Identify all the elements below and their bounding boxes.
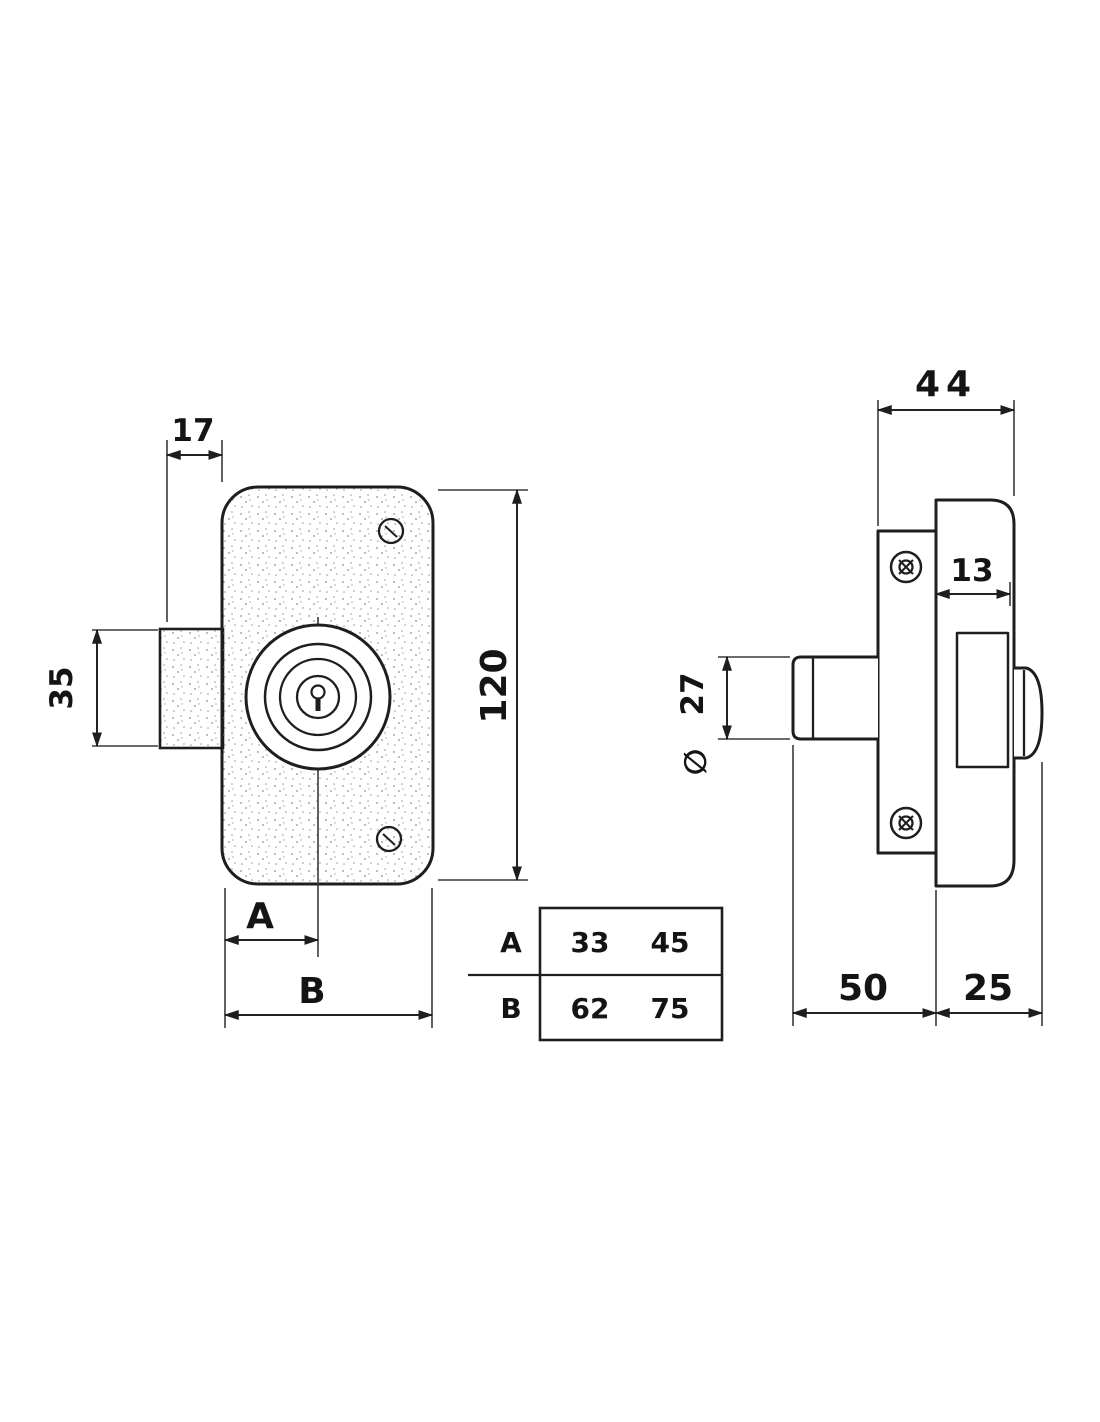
front-view: 17 35 120 A B [44, 413, 528, 1028]
dimension-35: 35 [44, 628, 158, 748]
front-screw-bottom [375, 825, 403, 853]
side-knob [1014, 666, 1044, 760]
dimension-A: A [223, 888, 320, 1028]
front-screw-top [377, 517, 405, 545]
dim-27-label: 27 [675, 672, 711, 715]
dimension-17: 17 [165, 413, 224, 622]
table-a-value-1: 33 [571, 926, 610, 959]
cylinder-core [295, 674, 341, 720]
dimension-44: 44 [876, 364, 1016, 526]
cylinder-ring-inner [278, 657, 358, 737]
dim-17-label: 17 [171, 413, 214, 449]
dimension-13: 13 [934, 553, 1012, 606]
dim-35-label: 35 [44, 666, 80, 709]
front-cylinder [244, 623, 392, 771]
dimension-27: 27 ∅ [675, 655, 790, 776]
table-row-a-label: A [500, 926, 522, 959]
table-row-b-label: B [500, 992, 521, 1025]
side-mounting-plate [876, 529, 938, 855]
side-bolt [955, 631, 1010, 769]
side-screw-bottom [889, 806, 923, 840]
side-screw-top [889, 550, 923, 584]
dim-44-label: 44 [915, 364, 977, 405]
dim-50-label: 50 [838, 968, 888, 1009]
side-view: 44 13 27 ∅ 50 25 [675, 364, 1044, 1026]
table-b-value-2: 75 [651, 992, 690, 1025]
table-a-value-2: 45 [651, 926, 690, 959]
size-table: A 33 45 B 62 75 [468, 906, 724, 1042]
front-strike-tab [158, 627, 225, 750]
table-b-value-1: 62 [571, 992, 610, 1025]
dim-A-label: A [246, 896, 274, 937]
dim-13-label: 13 [950, 553, 993, 589]
keyhole-circle [310, 684, 326, 700]
dim-25-label: 25 [963, 968, 1013, 1009]
dimension-120: 120 [438, 488, 528, 882]
dimension-B: B [223, 888, 434, 1028]
dim-120-label: 120 [474, 648, 515, 723]
dimension-25: 25 [934, 762, 1044, 1026]
diameter-symbol: ∅ [678, 749, 714, 776]
dim-B-label: B [298, 971, 325, 1012]
side-cylinder [791, 655, 878, 741]
dimension-50: 50 [791, 745, 938, 1026]
